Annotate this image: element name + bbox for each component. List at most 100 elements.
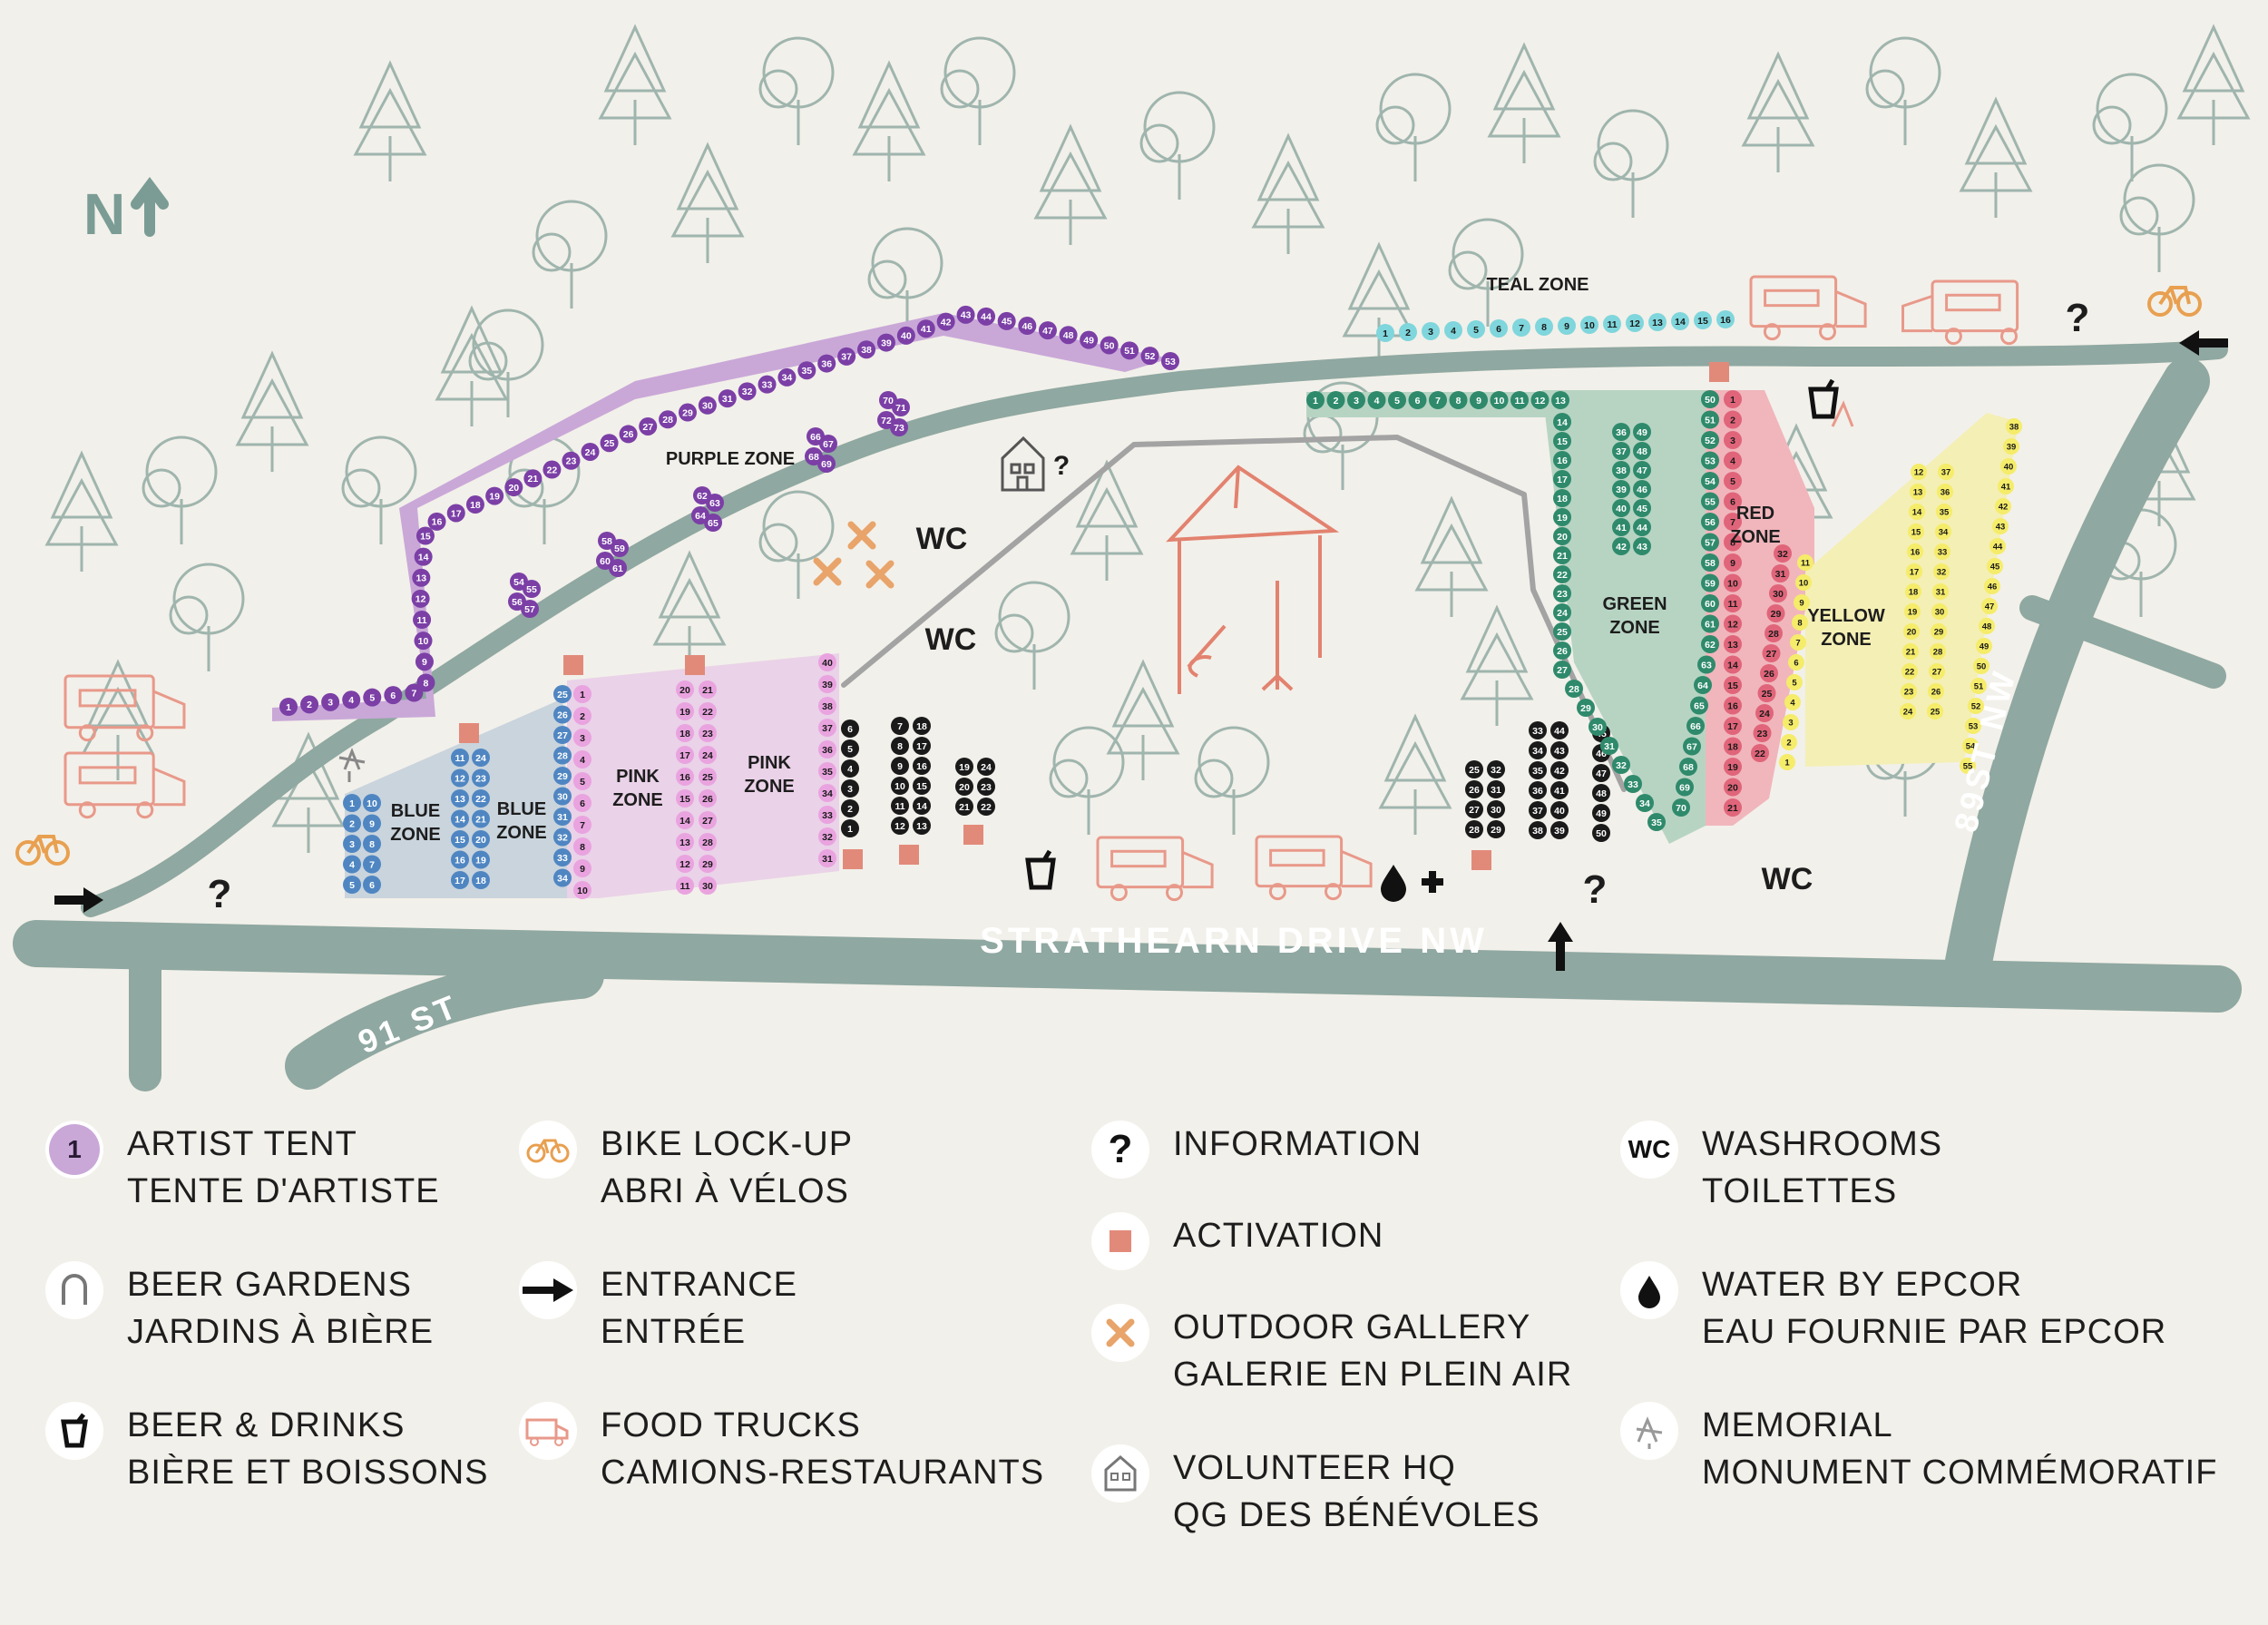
artist-tent-marker: 24	[1553, 603, 1571, 622]
svg-text:9: 9	[580, 864, 585, 875]
svg-text:6: 6	[390, 690, 396, 701]
svg-text:48: 48	[1982, 622, 1992, 631]
svg-text:GREEN: GREEN	[1602, 594, 1667, 614]
artist-tent-marker: 36	[1612, 423, 1630, 441]
artist-tent-marker: 13	[1551, 391, 1569, 409]
svg-text:57: 57	[524, 604, 535, 615]
artist-tent-marker: 50	[1592, 824, 1610, 842]
svg-text:4: 4	[348, 695, 354, 706]
svg-text:45: 45	[1990, 562, 2000, 572]
legend-label-fr: TENTE D'ARTISTE	[127, 1172, 440, 1210]
artist-tent-marker: 12	[1911, 464, 1927, 480]
svg-text:57: 57	[1705, 537, 1716, 548]
tree-icon	[1194, 726, 1270, 835]
artist-tent-marker: 27	[1553, 661, 1571, 679]
svg-text:2: 2	[580, 711, 585, 722]
svg-text:50: 50	[1977, 661, 1987, 671]
svg-text:34: 34	[822, 788, 833, 799]
artist-tent-marker: 14	[1553, 413, 1571, 431]
svg-text:65: 65	[1694, 700, 1705, 711]
artist-tent-marker: 53	[1161, 352, 1179, 370]
artist-tent-marker: 53	[1701, 451, 1719, 470]
artist-tent-marker: 52	[1140, 347, 1159, 366]
artist-tent-marker: 14	[414, 547, 433, 566]
artist-tent-marker: 2	[1724, 410, 1742, 429]
artist-tent-marker: 11	[1797, 554, 1813, 571]
svg-text:25: 25	[557, 690, 568, 700]
svg-text:3: 3	[580, 733, 585, 744]
artist-tent-marker: 32	[738, 382, 757, 401]
svg-text:9: 9	[1476, 396, 1481, 406]
tree-icon	[1460, 604, 1534, 726]
svg-text:48: 48	[1063, 330, 1074, 341]
artist-tent-marker: 29	[1931, 623, 1947, 640]
svg-text:32: 32	[742, 387, 753, 397]
outdoor-gallery-icon	[1091, 1303, 1149, 1362]
svg-text:22: 22	[1557, 570, 1568, 581]
artist-tent-marker: 55	[1960, 758, 1976, 774]
svg-text:20: 20	[1557, 532, 1568, 543]
artist-tent-marker: 21	[955, 798, 973, 816]
svg-text:9: 9	[1564, 321, 1569, 332]
artist-tent-marker: 16	[1907, 543, 1923, 560]
artist-tent-marker: 9	[415, 652, 434, 671]
artist-tent-marker: 8	[1535, 318, 1553, 336]
svg-text:52: 52	[1145, 351, 1156, 362]
svg-text:7: 7	[1435, 396, 1441, 406]
artist-tent-marker: 25	[600, 434, 619, 453]
svg-text:12: 12	[1727, 619, 1738, 630]
artist-tent-marker: 28	[1930, 643, 1946, 660]
artist-tent-marker: 10	[363, 794, 381, 812]
svg-text:64: 64	[1697, 680, 1708, 691]
svg-text:35: 35	[1532, 766, 1543, 777]
tree-icon	[1070, 459, 1144, 581]
artist-tent-marker: 17	[913, 737, 931, 755]
svg-text:28: 28	[557, 750, 568, 761]
artist-tent-marker: 22	[472, 789, 490, 808]
tree-icon	[532, 200, 608, 308]
artist-tent-marker: 47	[1038, 321, 1057, 340]
artist-tent-marker: 4	[342, 690, 361, 710]
svg-text:32: 32	[1777, 549, 1788, 560]
svg-text:69: 69	[1679, 782, 1690, 793]
artist-tent-marker: 50	[1701, 390, 1719, 408]
artist-tent-marker: 44	[1550, 721, 1569, 739]
artist-tent-marker: 6	[1788, 654, 1804, 671]
artist-tent-marker: 23	[1553, 584, 1571, 602]
food-truck-icon	[1096, 836, 1214, 902]
svg-text:3: 3	[1428, 327, 1433, 338]
svg-text:32: 32	[1937, 567, 1947, 577]
svg-text:55: 55	[526, 584, 537, 595]
artist-tent-marker: 57	[521, 600, 539, 618]
legend-label-en: WATER BY EPCOR	[1702, 1266, 2023, 1304]
svg-text:8: 8	[1797, 618, 1802, 628]
svg-text:7: 7	[1519, 323, 1524, 334]
artist-tent-marker: 7	[1724, 513, 1742, 531]
svg-text:49: 49	[1637, 427, 1647, 438]
tree-icon	[353, 60, 427, 181]
artist-tent-marker: 45	[1633, 499, 1651, 517]
marker-layer	[15, 286, 2228, 971]
legend-label-fr: EAU FOURNIE PAR EPCOR	[1702, 1313, 2167, 1351]
svg-text:61: 61	[612, 563, 623, 574]
artist-tent-marker: 30	[699, 876, 717, 895]
tree-icon	[1865, 36, 1941, 145]
artist-tent-marker: 7	[363, 855, 381, 874]
artist-tent-marker: 62	[1701, 635, 1719, 653]
artist-tent-marker: 16	[913, 757, 931, 775]
artist-tent-marker: 21	[1902, 643, 1919, 660]
water-icon	[1381, 865, 1406, 902]
svg-text:16: 16	[1557, 455, 1568, 466]
svg-text:16: 16	[1911, 547, 1921, 557]
svg-text:29: 29	[682, 407, 693, 418]
artist-tent-marker: 28	[699, 833, 717, 851]
svg-text:ZONE: ZONE	[1609, 618, 1660, 638]
artist-tent-marker: 20	[472, 830, 490, 848]
artist-tent-marker: 29	[699, 855, 717, 873]
